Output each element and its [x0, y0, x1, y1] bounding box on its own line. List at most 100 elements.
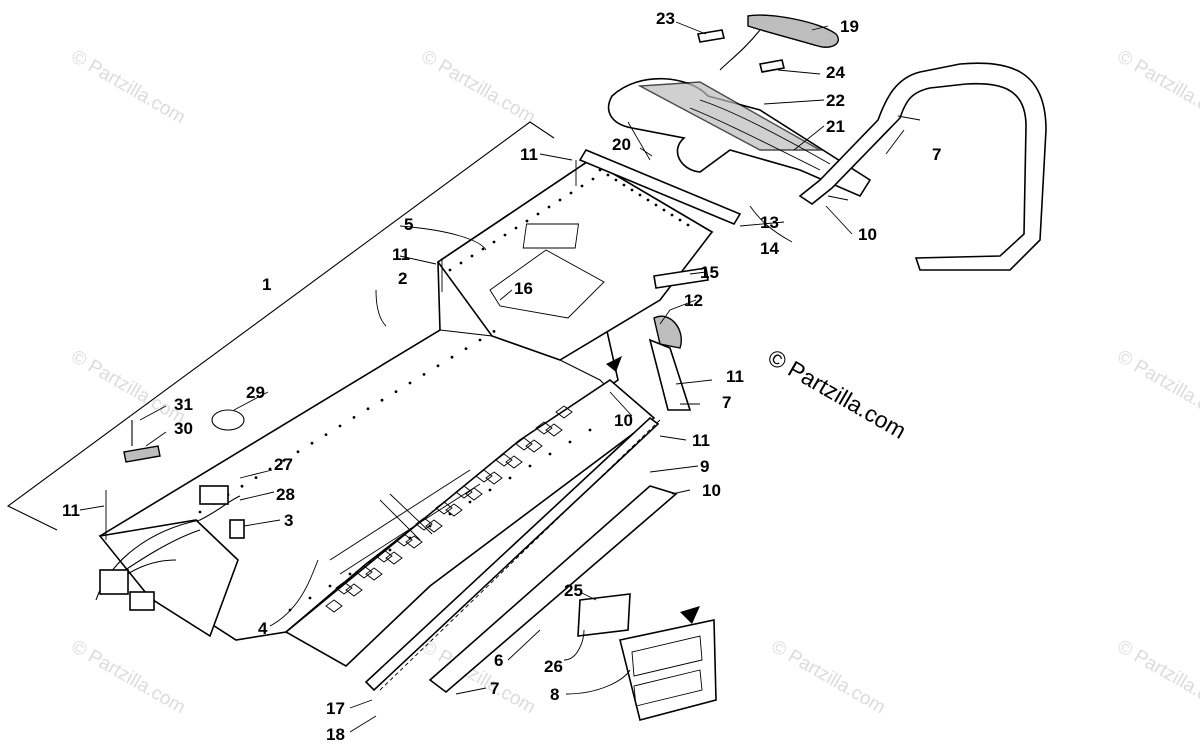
copyright-notice: © Partzilla.com [764, 344, 911, 444]
cutout [485, 471, 503, 485]
rivet-hole [254, 476, 258, 479]
small-parts [105, 29, 921, 624]
rivet-hole [622, 183, 626, 187]
rivet-hole [428, 524, 432, 528]
callout-number: 17 [326, 699, 345, 718]
rivet-hole [408, 536, 412, 540]
rivet-hole [394, 390, 398, 393]
callout-number: 5 [404, 215, 413, 234]
rivet-hole [646, 198, 650, 202]
seat-assembly [607, 77, 872, 198]
watermark-text: © Partzilla.com [1114, 346, 1200, 428]
callout-number: 10 [702, 481, 721, 500]
rivet-hole [481, 247, 485, 251]
callout-number: 23 [656, 9, 675, 28]
callout-number: 16 [514, 279, 533, 298]
rivet-hole [525, 219, 529, 223]
rivet-hole [388, 548, 392, 552]
callout-number: 11 [62, 501, 80, 520]
wiring-harness [95, 485, 245, 611]
rivet-hole [678, 218, 682, 222]
callout-number: 27 [274, 455, 293, 474]
callout-number: 30 [174, 419, 193, 438]
watermark-text: © Partzilla.com [1114, 636, 1200, 718]
rivet-hole [614, 178, 618, 182]
cutout [345, 583, 363, 597]
callout-number: 10 [858, 225, 877, 244]
callout-number: 11 [392, 245, 410, 264]
rivet-hole [630, 188, 634, 192]
callout-number: 21 [826, 117, 845, 136]
bumper-loop [798, 62, 1047, 271]
callout-number: 25 [564, 581, 583, 600]
callout-number: 7 [722, 393, 731, 412]
callout-number: 6 [494, 651, 503, 670]
rivet-hole [328, 584, 332, 588]
cutout [435, 501, 453, 515]
rivet-hole [508, 476, 512, 480]
cutout [515, 437, 533, 451]
callout-number: 1 [262, 275, 271, 294]
rivet-hole [468, 500, 472, 504]
assembly-bracket [6, 121, 555, 531]
callout-number: 7 [490, 679, 499, 698]
side-rails [364, 416, 678, 694]
rivet-hole [488, 488, 492, 492]
rivet-hole [588, 428, 592, 432]
callout-number: 14 [760, 239, 779, 258]
rivet-hole [492, 240, 496, 244]
cutout [405, 535, 423, 549]
rivet-hole [478, 338, 482, 342]
rivet-hole [528, 464, 532, 468]
rivet-hole [366, 407, 370, 411]
callout-number: 26 [544, 657, 563, 676]
rivet-hole [654, 203, 658, 207]
callout-number: 29 [246, 383, 265, 402]
cutout [495, 453, 513, 467]
callout-number: 9 [700, 457, 709, 476]
rivet-hole [450, 355, 454, 359]
callout-number: 3 [284, 511, 293, 530]
rivet-hole [198, 510, 202, 514]
callout-number: 18 [326, 725, 345, 744]
rivet-hole [580, 184, 584, 188]
cutout [415, 517, 433, 531]
callout-number: 22 [826, 91, 845, 110]
tail-handle [719, 14, 839, 71]
cutout [545, 423, 563, 437]
rivet-hole [464, 347, 468, 350]
rivet-hole [380, 398, 384, 402]
cutout [505, 455, 523, 469]
cutout [555, 405, 573, 419]
rivet-hole [448, 512, 452, 516]
watermark-text: © Partzilla.com [68, 636, 189, 718]
rivet-hole [324, 433, 328, 436]
rivet-hole [670, 213, 674, 217]
rivet-hole [568, 440, 572, 444]
rivet-hole [686, 223, 690, 227]
callout-number: 12 [684, 291, 703, 310]
cutout [445, 503, 463, 517]
running-board-cutouts [325, 405, 573, 613]
cutout [385, 551, 403, 565]
callout-number: 31 [174, 395, 193, 414]
rivet-hole [338, 424, 342, 428]
cutout [355, 565, 373, 579]
rivet-hole [638, 193, 642, 197]
watermark-text: © Partzilla.com [68, 46, 189, 128]
callout-number: 15 [700, 263, 719, 282]
callout-number: 28 [276, 485, 295, 504]
rivet-hole [503, 233, 507, 237]
cutout [475, 469, 493, 483]
rivet-hole [352, 416, 356, 419]
tunnel-assembly [98, 159, 714, 667]
watermark-text: © Partzilla.com [1114, 46, 1200, 128]
cutout [465, 487, 483, 501]
rivet-hole [558, 198, 562, 202]
watermark-text: © Partzilla.com [768, 636, 889, 718]
rivet-hole [268, 467, 272, 471]
cutout [425, 519, 443, 533]
cutout [535, 421, 553, 435]
